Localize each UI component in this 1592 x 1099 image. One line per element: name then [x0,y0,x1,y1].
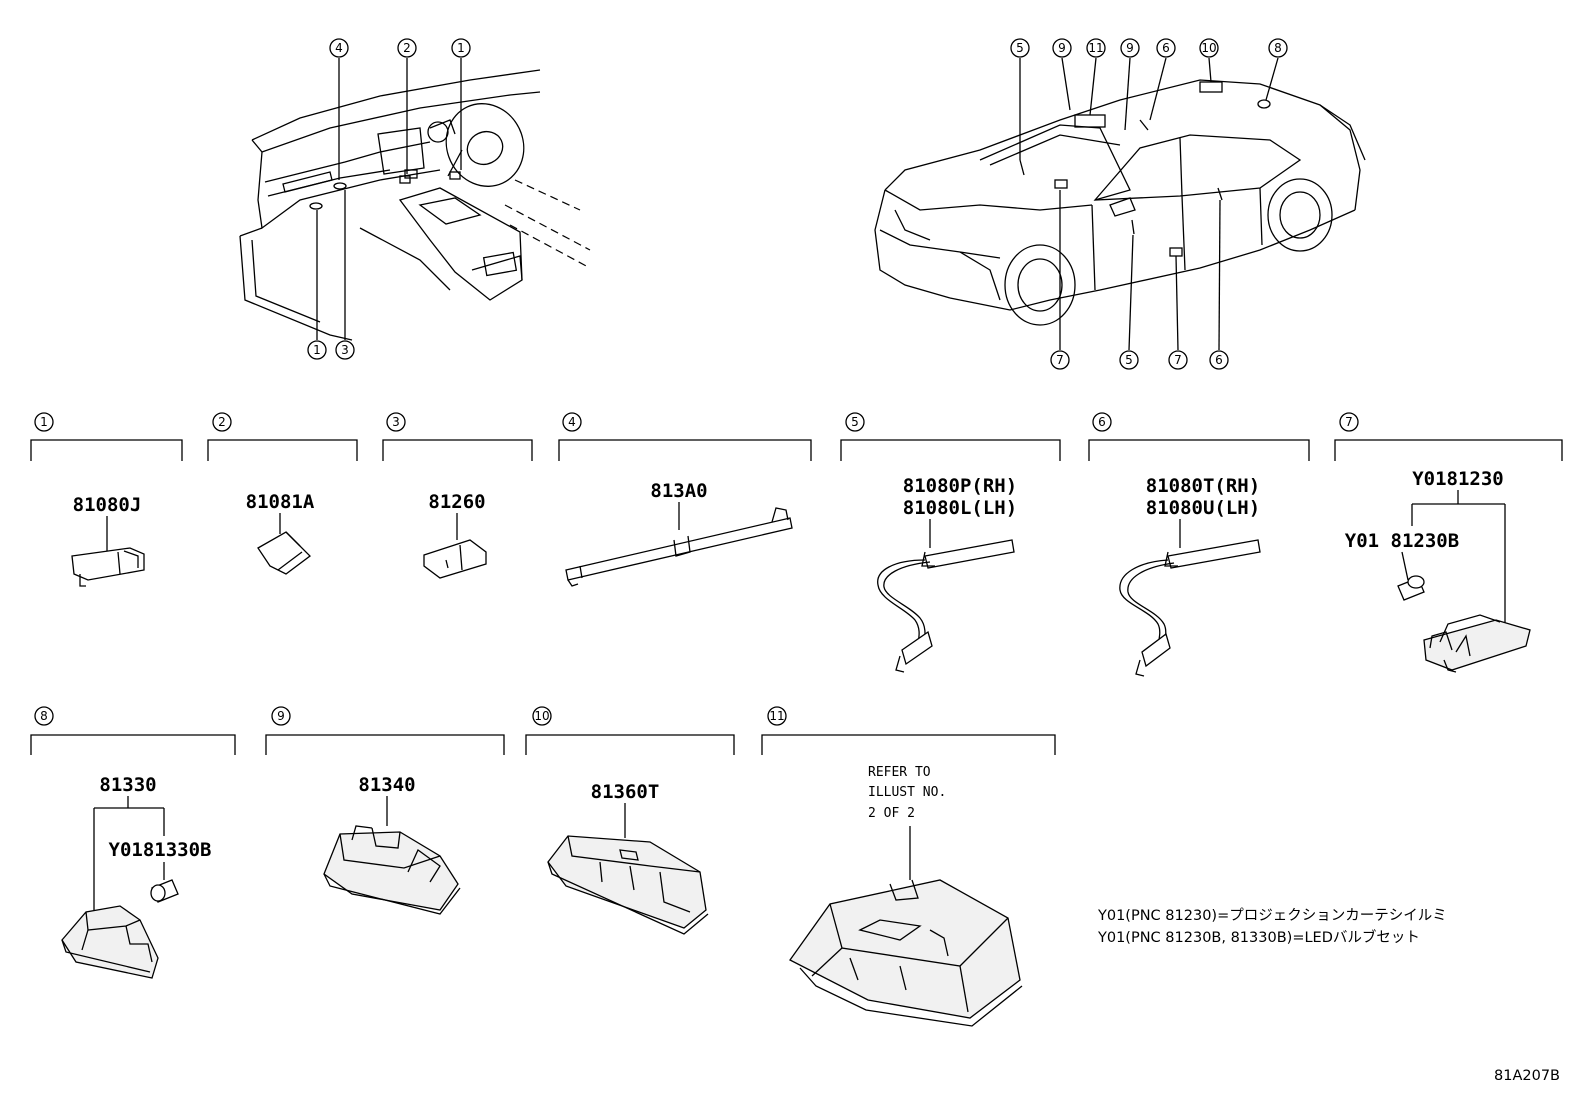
svg-text:8: 8 [1274,41,1282,55]
part-overhead-console-drawing [789,879,1023,1027]
svg-text:4: 4 [568,415,576,429]
svg-text:2: 2 [218,415,226,429]
exterior-callout-6-bottom: 6 [1209,350,1229,370]
interior-dashboard-illustration [239,69,591,341]
section-3: 3 81260 [382,412,533,579]
svg-text:5: 5 [1125,353,1133,367]
section-4: 4 813A0 [558,412,812,587]
svg-text:6: 6 [1215,353,1223,367]
part-Y0181230B-drawing [1397,575,1425,601]
interior-callout-3: 3 [335,340,355,360]
svg-text:7: 7 [1174,353,1182,367]
svg-text:1: 1 [40,415,48,429]
part-81340-label: 81340 [358,774,415,796]
illustration-code: 81A207B [1494,1068,1560,1084]
notes: Y01(PNC 81230)=プロジェクションカーテシイルミ Y01(PNC 8… [1097,907,1447,946]
svg-text:3: 3 [392,415,400,429]
exterior-callout-6-top: 6 [1156,38,1176,58]
refer-to-line-2: ILLUST NO. [868,785,946,800]
exterior-callout-9-right: 9 [1120,38,1140,58]
svg-text:7: 7 [1056,353,1064,367]
exterior-callout-10: 10 [1199,38,1219,58]
part-81080T-drawing [1119,539,1261,677]
part-Y0181230B-label: Y01 81230B [1345,530,1459,552]
exterior-callout-7-left: 7 [1050,350,1070,370]
svg-text:11: 11 [769,709,784,723]
part-81360T-label: 81360T [591,781,660,803]
svg-text:1: 1 [457,41,465,55]
part-81330-label: 81330 [99,774,156,796]
section-1: 1 81080J [30,412,183,587]
part-81080P-drawing [877,539,1015,673]
part-81340-drawing [323,825,461,915]
svg-text:6: 6 [1162,41,1170,55]
section-10: 10 81360T [525,706,735,935]
part-813A0-drawing [565,507,793,587]
svg-text:5: 5 [851,415,859,429]
part-Y0181230-label: Y0181230 [1412,468,1504,490]
part-Y0181330B-drawing [150,879,179,903]
exterior-callout-7-right: 7 [1168,350,1188,370]
svg-text:11: 11 [1088,41,1103,55]
section-5: 5 81080P(RH) 81080L(LH) [840,412,1061,673]
part-81330-drawing [61,905,159,979]
svg-text:9: 9 [1126,41,1134,55]
part-81260-label: 81260 [428,491,485,513]
svg-text:5: 5 [1016,41,1024,55]
exterior-callout-5-bottom: 5 [1119,350,1139,370]
part-81080U-label: 81080U(LH) [1146,497,1260,519]
section-11: 11 REFER TO ILLUST NO. 2 OF 2 [761,706,1056,1027]
section-7: 7 Y0181230 Y01 81230B [1334,412,1563,673]
part-81360T-drawing [547,835,709,935]
refer-to-line-1: REFER TO [868,765,931,780]
section-9: 9 81340 [265,706,505,915]
part-81081A-label: 81081A [246,491,315,513]
svg-text:9: 9 [277,709,285,723]
exterior-leader-lines [1019,57,1279,351]
svg-text:10: 10 [534,709,549,723]
section-8: 8 81330 Y0181330B [30,706,236,979]
interior-callout-1-top: 1 [451,38,471,58]
part-81260-drawing [423,539,487,579]
interior-callout-2: 2 [397,38,417,58]
part-81080J-label: 81080J [73,494,142,516]
note-line-2: Y01(PNC 81230B, 81330B)=LEDバルブセット [1097,928,1420,946]
svg-text:3: 3 [341,343,349,357]
svg-text:2: 2 [403,41,411,55]
exterior-callout-8: 8 [1268,38,1288,58]
interior-callout-1-bottom: 1 [307,340,327,360]
svg-text:10: 10 [1201,41,1216,55]
exterior-callout-11: 11 [1086,38,1106,58]
svg-text:1: 1 [313,343,321,357]
interior-callout-4: 4 [329,38,349,58]
part-Y0181230-drawing [1423,614,1531,673]
part-81081A-drawing [257,531,311,575]
section-6: 6 81080T(RH) 81080U(LH) [1088,412,1310,677]
note-line-1: Y01(PNC 81230)=プロジェクションカーテシイルミ [1097,907,1447,924]
svg-text:7: 7 [1345,415,1353,429]
exterior-callout-9-left: 9 [1052,38,1072,58]
refer-to-line-3: 2 OF 2 [868,806,915,821]
svg-text:9: 9 [1058,41,1066,55]
svg-text:6: 6 [1098,415,1106,429]
part-81080P-label: 81080P(RH) [903,475,1017,497]
part-81080J-drawing [71,547,145,587]
interior-leader-lines [316,58,462,340]
part-81080L-label: 81080L(LH) [903,497,1017,519]
part-81080T-label: 81080T(RH) [1146,475,1260,497]
section-2: 2 81081A [207,412,358,575]
exterior-car-illustration [874,79,1366,326]
part-813A0-label: 813A0 [650,480,707,502]
svg-text:8: 8 [40,709,48,723]
exterior-callout-5-top: 5 [1010,38,1030,58]
part-Y0181330B-label: Y0181330B [109,839,212,861]
svg-text:4: 4 [335,41,343,55]
